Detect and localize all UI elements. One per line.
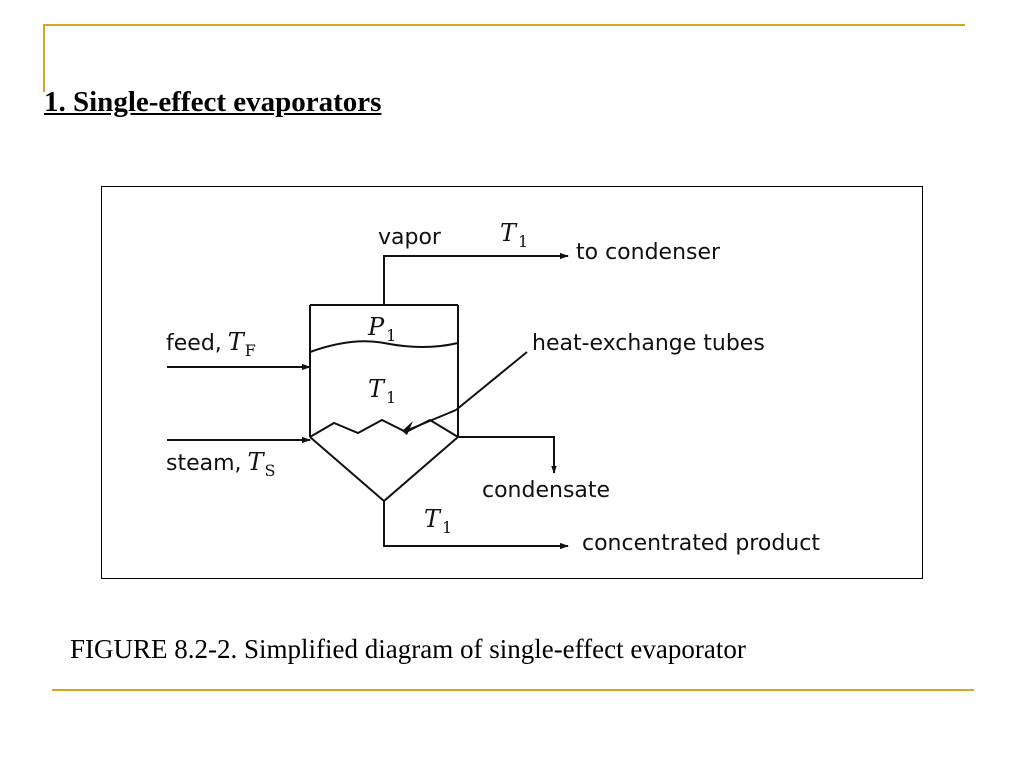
feed-label: feed,TF: [166, 328, 256, 360]
vapor-label: vapor: [378, 225, 442, 250]
liquid-level-line: [309, 340, 459, 353]
left-accent-rule: [43, 24, 45, 92]
tubes-leader-arrowhead: [402, 421, 413, 435]
condensate-line-arrow: [458, 436, 557, 474]
bottom-accent-rule: [52, 689, 974, 691]
to-condenser-label: to condenser: [576, 240, 721, 265]
slide-title: 1. Single-effect evaporators: [44, 86, 382, 118]
vapor-line-arrow: [383, 252, 569, 305]
concentrated-product-label: concentrated product: [582, 531, 820, 556]
tubes-leader-line: [455, 351, 528, 411]
heat-exchange-tubes-label: heat-exchange tubes: [532, 331, 765, 356]
figure-caption: FIGURE 8.2-2. Simplified diagram of sing…: [70, 634, 746, 664]
top-accent-rule: [43, 24, 965, 26]
heat-exchange-tubes: [309, 418, 459, 438]
steam-label: steam,TS: [166, 448, 276, 480]
product-line-arrow: [383, 501, 569, 550]
condensate-label: condensate: [482, 478, 610, 503]
